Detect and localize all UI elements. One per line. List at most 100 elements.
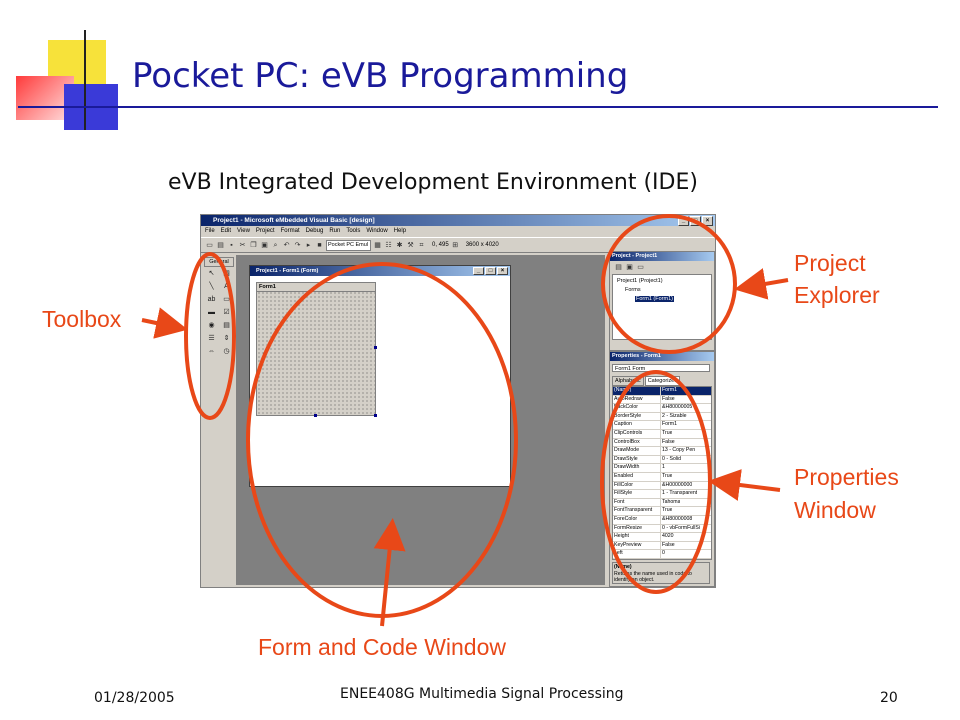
property-value[interactable]: &H80000005 — [662, 404, 693, 411]
resize-handle-right[interactable] — [374, 346, 377, 349]
toolbox-icon[interactable]: ⚒ — [407, 241, 414, 249]
property-row[interactable]: FillColor&H00000000 — [613, 481, 711, 491]
stop-icon[interactable]: ■ — [317, 241, 322, 249]
maximize-icon[interactable]: □ — [485, 267, 496, 275]
form-designer[interactable]: Form1 — [256, 282, 376, 416]
property-value[interactable]: False — [662, 395, 675, 402]
menu-help[interactable]: Help — [393, 228, 407, 234]
property-value[interactable]: &H80000008 — [662, 515, 693, 522]
property-value[interactable]: True — [662, 472, 673, 479]
property-row[interactable]: BackColor&H80000005 — [613, 404, 711, 413]
hscroll-icon[interactable]: ⇔ — [208, 348, 215, 355]
menu-format[interactable]: Format — [280, 228, 300, 234]
property-value[interactable]: 0 - Solid — [662, 455, 682, 462]
redo-icon[interactable]: ↷ — [294, 241, 301, 249]
form-window-title-bar: Project1 - Form1 (Form) _ □ × — [250, 266, 510, 276]
run-icon[interactable]: ▸ — [306, 241, 311, 249]
line-icon[interactable]: ╲ — [209, 283, 214, 290]
find-icon[interactable]: ⌕ — [273, 241, 278, 249]
resize-handle-corner[interactable] — [374, 414, 377, 417]
close-icon[interactable]: × — [702, 216, 713, 226]
save-icon[interactable]: ▪ — [230, 241, 233, 249]
close-icon[interactable]: × — [497, 267, 508, 275]
menu-run[interactable]: Run — [329, 228, 341, 234]
menu-view[interactable]: View — [237, 228, 250, 234]
menu-edit[interactable]: Edit — [220, 228, 232, 234]
menu-project[interactable]: Project — [255, 228, 275, 234]
open-icon[interactable]: ▤ — [217, 241, 224, 249]
properties-icon[interactable]: ☷ — [385, 241, 392, 249]
property-value[interactable]: 4020 — [662, 533, 674, 540]
property-value[interactable]: 0 — [662, 550, 665, 557]
tree-item-project[interactable]: Project1 (Project1) — [617, 278, 663, 284]
property-value[interactable]: Form1 — [662, 421, 677, 428]
property-row[interactable]: (Name)Form1 — [613, 387, 711, 396]
project-explorer-icon[interactable]: ▦ — [374, 241, 381, 249]
property-value[interactable]: True — [662, 429, 673, 436]
property-value[interactable]: &H00000000 — [662, 481, 693, 488]
property-value[interactable]: 0 - vbFormFullSi — [662, 524, 701, 531]
optionbutton-icon[interactable]: ◉ — [208, 322, 215, 329]
property-value[interactable]: True — [661, 559, 672, 560]
property-value[interactable]: 1 - Transparent — [662, 490, 698, 497]
menu-window[interactable]: Window — [366, 228, 388, 234]
property-value[interactable]: False — [662, 438, 675, 445]
combobox-icon[interactable]: ▤ — [223, 322, 230, 329]
copy-icon[interactable]: ❐ — [250, 241, 257, 249]
undo-icon[interactable]: ↶ — [283, 241, 290, 249]
tree-item-form1[interactable]: Form1 (Form1) — [635, 296, 674, 302]
toggle-folders-icon[interactable]: ▭ — [637, 264, 644, 271]
listbox-icon[interactable]: ☰ — [208, 335, 215, 342]
property-row[interactable]: MoveableTrue — [613, 558, 711, 560]
frame-icon[interactable]: ▭ — [223, 296, 230, 303]
pointer-icon[interactable]: ↖ — [208, 270, 215, 277]
property-name: Caption — [613, 421, 661, 429]
textbox-icon[interactable]: ab — [207, 296, 216, 303]
commandbutton-icon[interactable]: ▬ — [208, 309, 215, 316]
scrollbar-icon[interactable]: ⇕ — [223, 335, 230, 342]
device-select[interactable]: Pocket PC Emul — [326, 239, 371, 251]
view-code-icon[interactable]: ▤ — [615, 264, 622, 271]
property-value[interactable]: Form1 — [662, 387, 677, 393]
property-value[interactable]: Tahoma — [662, 498, 681, 505]
resize-handle-bottom[interactable] — [314, 414, 317, 417]
menu-debug[interactable]: Debug — [305, 228, 324, 234]
tree-item-forms[interactable]: Forms — [625, 287, 641, 293]
slide-title: Pocket PC: eVB Programming — [132, 56, 629, 96]
property-value[interactable]: 13 - Copy Pen — [662, 447, 696, 454]
view-object-icon[interactable]: ▣ — [626, 264, 633, 271]
property-value[interactable]: 2 - Sizable — [662, 412, 687, 419]
menu-tools[interactable]: Tools — [346, 228, 361, 234]
timer-icon[interactable]: ◷ — [223, 348, 230, 355]
cut-icon[interactable]: ✂ — [239, 241, 246, 249]
paste-icon[interactable]: ▣ — [261, 241, 268, 249]
object-browser-icon[interactable]: ✱ — [396, 241, 403, 249]
decor-vertical-line — [84, 30, 86, 130]
minimize-icon[interactable]: _ — [473, 267, 484, 275]
property-value[interactable]: 1 — [662, 464, 665, 471]
checkbox-icon[interactable]: ☑ — [223, 309, 230, 316]
menu-file[interactable]: File — [205, 228, 215, 234]
property-name: FontTransparent — [613, 507, 661, 515]
property-value[interactable]: True — [662, 507, 673, 514]
property-row[interactable]: ForeColor&H80000008 — [613, 515, 711, 525]
property-value[interactable]: False — [662, 541, 675, 548]
new-project-icon[interactable]: ▭ — [206, 241, 213, 249]
label-icon[interactable]: A — [224, 283, 229, 290]
